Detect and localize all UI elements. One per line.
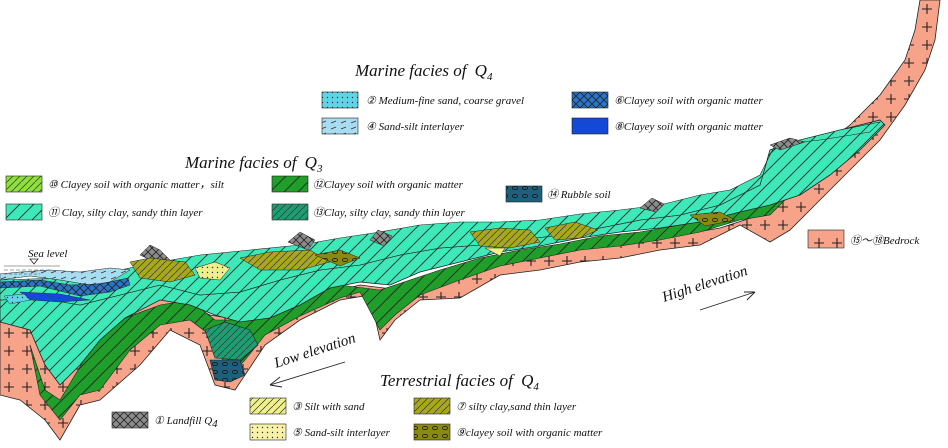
silt-sand-patch xyxy=(484,247,506,257)
legend-item-clayey-soil-9: ⑨clayey soil with organic matter xyxy=(456,427,603,439)
high-elevation-annotation: High elevation xyxy=(659,263,756,311)
legend-item-clayey-silt: ⑩ Clayey soil with organic matter，silt xyxy=(48,179,225,191)
marine-q3-title: Marine facies of Q3 xyxy=(184,153,323,175)
legend-item-clay-11: ⑪ Clay, silty clay, sandy thin layer xyxy=(48,206,203,219)
low-elevation-label: Low elevation xyxy=(271,330,357,372)
legend-item-sand-silt-marine: ④ Sand-silt interlayer xyxy=(366,121,465,133)
sea-level-label: Sea level xyxy=(28,248,67,260)
legend-item-medium-fine-sand: ② Medium-fine sand, coarse gravel xyxy=(366,95,524,107)
sea-level-marker xyxy=(29,258,39,265)
legend-bedrock: ⑮～⑱Bedrock xyxy=(807,229,920,249)
legend-marine-q4: ② Medium-fine sand, coarse gravel ④ Sand… xyxy=(321,91,763,135)
legend-item-landfill: ① Landfill Q4 xyxy=(154,415,218,430)
legend-marine-q3: ⑩ Clayey soil with organic matter，silt ⑪… xyxy=(5,175,611,221)
legend-item-sand-silt-terrestrial: ⑤ Sand-silt interlayer xyxy=(292,427,391,439)
legend-item-silty-clay: ⑦ silty clay,sand thin layer xyxy=(456,401,577,413)
legend-item-clayey-soil-8: ⑧Clayey soil with organic matter xyxy=(614,121,763,133)
terrestrial-q4-title: Terrestrial facies of Q4 xyxy=(380,371,539,393)
marine-q4-title: Marine facies of Q4 xyxy=(354,61,493,83)
legend-item-clay-13: ⑬Clay, silty clay, sandy thin layer xyxy=(313,206,466,219)
legend-item-clayey-soil-6: ⑥Clayey soil with organic matter xyxy=(614,95,763,107)
legend-item-silt-with-sand: ③ Silt with sand xyxy=(292,401,365,413)
cross-section xyxy=(0,0,941,441)
sea-water xyxy=(4,265,60,275)
legend-terrestrial-q4: ① Landfill Q4 ③ Silt with sand ⑤ Sand-si… xyxy=(111,397,603,441)
legend-item-rubble-soil: ⑭ Rubble soil xyxy=(547,188,611,201)
legend-item-bedrock: ⑮～⑱Bedrock xyxy=(850,234,920,247)
legend-item-clayey-soil-12: ⑫Clayey soil with organic matter xyxy=(313,178,464,191)
low-elevation-annotation: Low elevation xyxy=(269,330,358,388)
high-elevation-label: High elevation xyxy=(659,263,749,306)
